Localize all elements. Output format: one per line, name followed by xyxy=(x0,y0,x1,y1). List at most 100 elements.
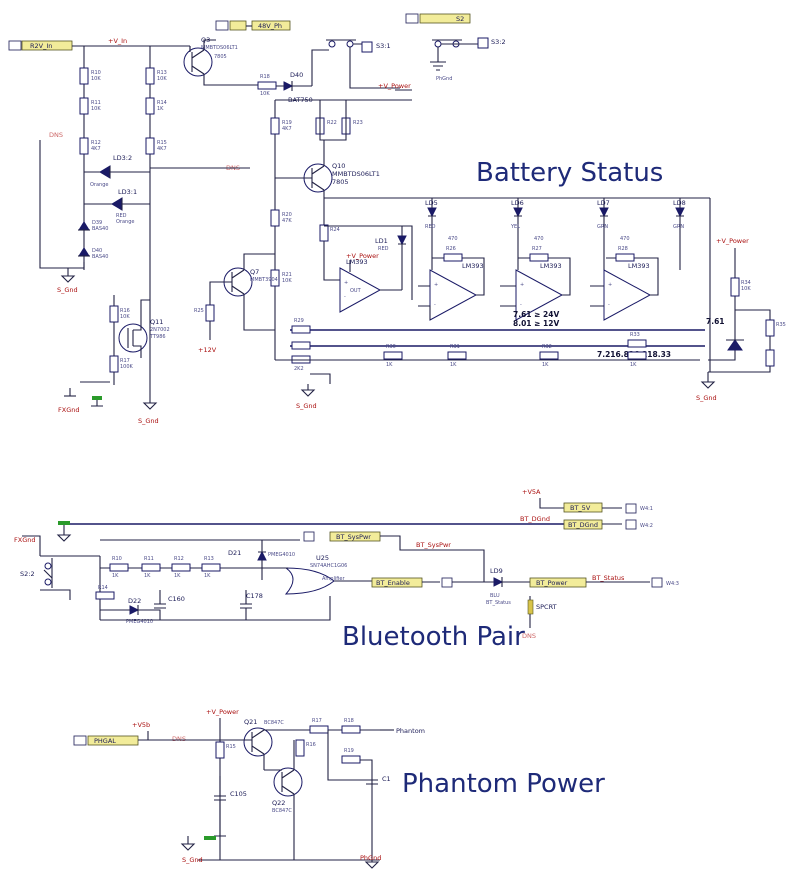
bluetooth-pair-section: +V5A BT_5V W4:1 BT_DGnd BT_DGnd W4:2 FXG… xyxy=(14,488,679,652)
svg-text:C160: C160 xyxy=(168,595,185,603)
svg-text:10K: 10K xyxy=(91,106,101,112)
svg-text:7805: 7805 xyxy=(332,178,349,186)
svg-text:1K: 1K xyxy=(204,573,211,579)
svg-text:LD5: LD5 xyxy=(425,199,438,207)
svg-text:R32: R32 xyxy=(542,344,552,350)
svg-text:1K: 1K xyxy=(630,362,637,368)
v-in-net-label: +V_In xyxy=(108,37,127,45)
svg-text:PhGnd: PhGnd xyxy=(436,76,452,82)
ground-marker-green xyxy=(92,396,102,400)
led-ld3: LD3:2 Orange LD3:1 RED Orange xyxy=(84,154,150,225)
svg-text:BT_Power: BT_Power xyxy=(536,579,568,587)
svg-text:-: - xyxy=(520,302,522,308)
svg-text:4K7: 4K7 xyxy=(282,126,292,132)
led-ld8: LD8 GRN xyxy=(673,198,686,270)
svg-text:LD8: LD8 xyxy=(673,199,686,207)
svg-text:OUT: OUT xyxy=(350,288,362,294)
ground-q11-label: S_Gnd xyxy=(138,417,159,425)
switch-s3-2: S3:2 PhGnd xyxy=(430,37,506,82)
svg-text:R18: R18 xyxy=(344,718,354,724)
svg-text:R15: R15 xyxy=(157,140,167,146)
battery-status-section: R2V_In +V_In R10 10K R11 10K R12 4K7 R13… xyxy=(8,13,786,425)
svg-text:1K: 1K xyxy=(542,362,549,368)
svg-text:BT_Status: BT_Status xyxy=(486,600,511,606)
transistor-q7: Q7 MMBT3904 R25 xyxy=(194,253,278,340)
syspwr-net-label: BT_SysPwr xyxy=(416,541,451,549)
svg-text:W4:3: W4:3 xyxy=(666,581,679,587)
svg-text:LM393: LM393 xyxy=(462,262,484,270)
svg-text:R35: R35 xyxy=(776,322,786,328)
svg-text:R19: R19 xyxy=(344,748,354,754)
fx-ground-label: FXGnd xyxy=(58,406,79,414)
svg-text:R13: R13 xyxy=(204,556,214,562)
ground-right-label: S_Gnd xyxy=(696,394,717,402)
bluetooth-pair-title: Bluetooth Pair xyxy=(342,622,525,652)
svg-text:+: + xyxy=(434,282,438,288)
svg-text:10K: 10K xyxy=(157,76,167,82)
v12-label: +12V xyxy=(198,346,217,354)
ground-left-label: S_Gnd xyxy=(57,286,78,294)
svg-text:10K: 10K xyxy=(282,278,292,284)
svg-text:D22: D22 xyxy=(128,597,141,605)
svg-text:S3:1: S3:1 xyxy=(376,42,391,50)
comparator-u7: + - OUT LM393 xyxy=(339,258,402,313)
voltage-annotation-12v: 8.01 ≥ 12V xyxy=(513,319,559,328)
svg-text:S2: S2 xyxy=(456,15,464,23)
cap-c178 xyxy=(240,590,252,620)
cap-c105 xyxy=(214,776,226,830)
svg-text:-: - xyxy=(608,302,610,308)
left-resistor-ladder: R10 10K R11 10K R12 4K7 R13 10K R14 1K R… xyxy=(79,67,167,155)
svg-text:U25: U25 xyxy=(316,554,329,562)
diodes-d39-d40: D39 BAS40 D40 BAS40 xyxy=(78,220,108,260)
ground-divider-label: S_Gnd xyxy=(296,402,317,410)
svg-text:BC847C: BC847C xyxy=(272,808,292,814)
transistor-q22: Q22 BC847C xyxy=(264,740,303,860)
resistor-r162 xyxy=(257,81,277,90)
led-ld1: LD1 RED xyxy=(375,226,407,290)
v5a-label: +V5A xyxy=(522,488,541,496)
comparator-u9: + - LM393 R27 470 xyxy=(500,236,571,321)
svg-text:R14: R14 xyxy=(157,100,167,106)
svg-text:LD6: LD6 xyxy=(511,199,524,207)
svg-text:Q10: Q10 xyxy=(332,162,345,170)
phantom-out-label: Phantom xyxy=(396,727,425,735)
svg-text:1K: 1K xyxy=(112,573,119,579)
svg-text:R11: R11 xyxy=(144,556,154,562)
svg-text:MMBTDS06LT1: MMBTDS06LT1 xyxy=(332,170,380,178)
diode-d40 xyxy=(283,81,294,91)
svg-text:R17: R17 xyxy=(312,718,322,724)
svg-text:R21: R21 xyxy=(282,272,292,278)
svg-text:BT_SysPwr: BT_SysPwr xyxy=(336,533,371,541)
ground-right xyxy=(700,372,716,389)
svg-text:R14: R14 xyxy=(98,585,108,591)
svg-text:LM393: LM393 xyxy=(540,262,562,270)
svg-text:Amplifier: Amplifier xyxy=(322,576,345,582)
svg-text:470: 470 xyxy=(448,236,458,242)
svg-text:+: + xyxy=(344,280,348,286)
v-power-label-top: +V_Power xyxy=(378,82,411,90)
svg-text:1K: 1K xyxy=(157,106,164,112)
svg-text:BC847C: BC847C xyxy=(264,720,284,726)
svg-text:SPCRT: SPCRT xyxy=(536,603,557,611)
svg-text:2K2: 2K2 xyxy=(294,366,304,372)
svg-text:R26: R26 xyxy=(446,246,456,252)
switch-s3-1: S3:1 xyxy=(311,39,400,89)
svg-text:PMEG4010: PMEG4010 xyxy=(268,552,295,558)
battery-status-title: Battery Status xyxy=(476,158,663,188)
svg-text:D40: D40 xyxy=(290,71,303,79)
ground-marker-phantom xyxy=(204,836,216,840)
dns-tag-phantom: DNS xyxy=(172,735,186,743)
svg-text:R12: R12 xyxy=(174,556,184,562)
svg-text:MMBT3904: MMBT3904 xyxy=(250,277,278,283)
svg-text:BT_DGnd: BT_DGnd xyxy=(568,521,598,529)
svg-text:+: + xyxy=(520,282,524,288)
svg-text:470: 470 xyxy=(620,236,630,242)
svg-text:D39: D39 xyxy=(92,220,102,226)
svg-text:PHGAL: PHGAL xyxy=(94,737,116,745)
svg-text:S2:2: S2:2 xyxy=(20,570,35,578)
svg-text:BT_Enable: BT_Enable xyxy=(376,579,410,587)
svg-text:R25: R25 xyxy=(194,308,204,314)
svg-text:R23: R23 xyxy=(353,120,363,126)
svg-text:BT_5V: BT_5V xyxy=(570,504,591,512)
